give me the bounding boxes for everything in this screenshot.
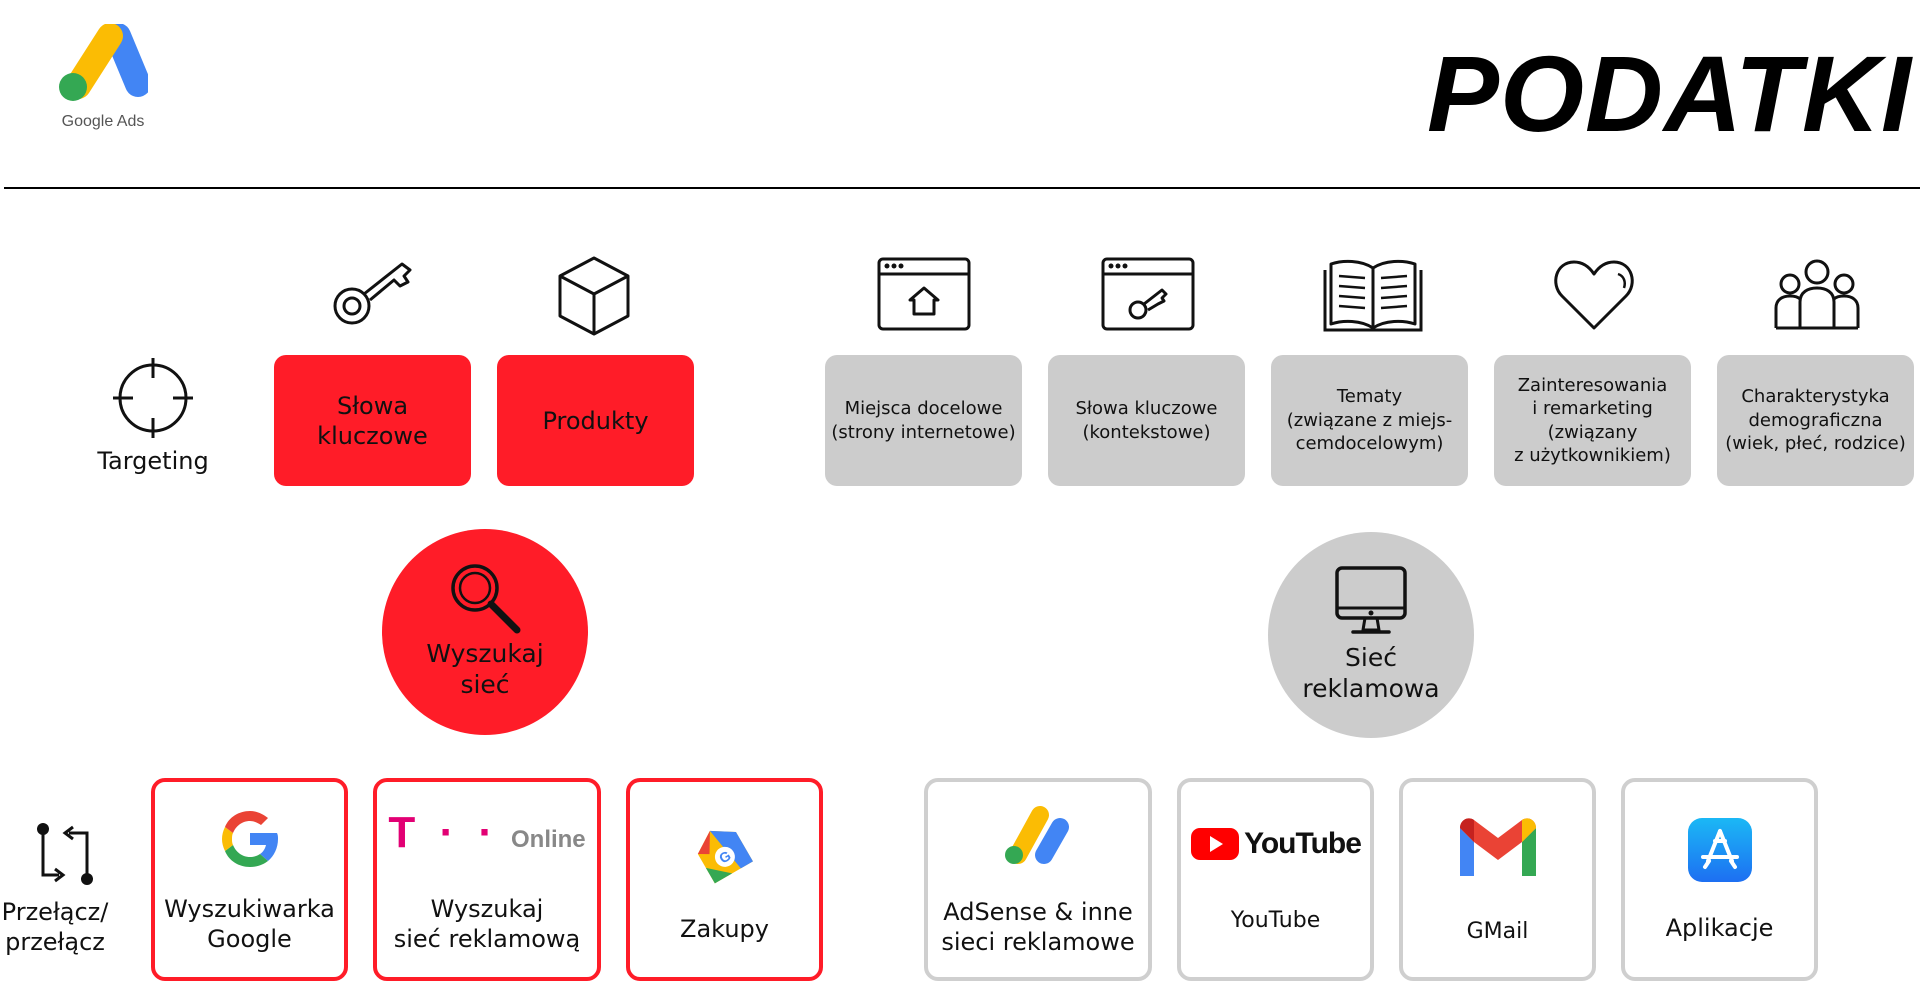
output-card-line: Wyszukiwarka: [164, 894, 335, 923]
card-line: Miejsca docelowe: [844, 398, 1003, 420]
adsense-icon: [1005, 805, 1069, 864]
browser-key-icon: [1101, 257, 1195, 331]
heart-icon: [1554, 260, 1634, 330]
header-divider: [4, 187, 1920, 189]
card-line: z użytkownikiem): [1514, 444, 1671, 466]
output-card-line: AdSense & inne: [943, 897, 1133, 926]
circle-line: Wyszukaj: [426, 638, 544, 668]
display-network-circle: Sieć reklamowa: [1268, 532, 1474, 738]
card-line: Produkty: [542, 406, 649, 435]
card-line: cemdocelowym): [1295, 433, 1444, 455]
card-line: (związany: [1547, 421, 1638, 443]
output-card-line: Google: [207, 924, 292, 953]
circle-line: Sieć: [1345, 642, 1397, 672]
browser-home-icon: [877, 257, 971, 331]
circle-line: sieć: [460, 670, 510, 699]
output-card-line: Wyszukaj: [430, 895, 544, 923]
output-card-gmail: GMail: [1399, 778, 1596, 981]
switch-label-block: Przełącz/ przełącz: [0, 815, 110, 957]
card-line: Słowa kluczowe: [1075, 398, 1218, 420]
t-mobile-logo-mark: T · ·: [388, 808, 499, 857]
card-line: (związane z miejs-: [1286, 409, 1453, 431]
card-line: kluczowe: [317, 421, 428, 450]
youtube-logo: YouTube: [1190, 825, 1362, 863]
output-card-line: sieć reklamową: [393, 925, 581, 953]
output-card-apps: Aplikacje: [1621, 778, 1818, 981]
targeting-card-contextual-keywords: Słowa kluczowe (kontekstowe): [1048, 355, 1245, 486]
google-shopping-icon: G: [697, 830, 753, 883]
output-card-line: sieci reklamowe: [941, 927, 1135, 956]
circle-line: reklamowa: [1302, 674, 1440, 703]
app-store-icon: [1687, 817, 1752, 882]
card-line: Charakterystyka: [1741, 386, 1890, 408]
output-card-search-partners: T · · Online Wyszukaj sieć reklamową: [373, 778, 601, 981]
targeting-card-keywords: Słowa kluczowe: [274, 355, 471, 486]
crosshair-icon: [113, 358, 193, 438]
open-book-icon: [1323, 259, 1423, 332]
gmail-icon: [1459, 818, 1536, 876]
output-card-youtube: YouTube YouTube: [1177, 778, 1374, 981]
google-ads-icon: [59, 23, 151, 101]
card-line: demograficzna: [1748, 409, 1883, 431]
google-g-icon: [221, 810, 278, 867]
t-mobile-online-logo: T · · Online: [388, 805, 585, 860]
targeting-label: Targeting: [97, 447, 209, 475]
card-line: (strony internetowe): [831, 421, 1016, 443]
switch-label-line: przełącz: [5, 928, 105, 956]
youtube-wordmark: YouTube: [1244, 827, 1362, 860]
output-card-adsense: AdSense & inne sieci reklamowe: [924, 778, 1152, 981]
output-card-google-search: Wyszukiwarka Google: [151, 778, 348, 981]
targeting-card-demographics: Charakterystyka demograficzna (wiek, płe…: [1717, 355, 1914, 486]
youtube-play-icon: [1191, 827, 1240, 860]
output-card-line: Zakupy: [680, 914, 769, 943]
output-card-shopping: G Zakupy: [626, 778, 823, 981]
logo-text: Google Ads: [61, 113, 145, 130]
targeting-card-placements: Miejsca docelowe (strony internetowe): [825, 355, 1022, 486]
targeting-label-block: Targeting: [88, 356, 218, 476]
t-mobile-logo-online: Online: [510, 826, 586, 853]
cube-icon: [558, 256, 630, 336]
card-line: Słowa: [336, 391, 409, 420]
card-line: (wiek, płeć, rodzice): [1725, 433, 1906, 455]
page-title: PODATKI: [1427, 33, 1912, 154]
monitor-icon: [1335, 566, 1407, 634]
output-card-line: Aplikacje: [1665, 913, 1774, 942]
search-network-circle: Wyszukaj sieć: [382, 529, 588, 735]
targeting-card-products: Produkty: [497, 355, 694, 486]
google-ads-logo: Google Ads: [58, 23, 151, 134]
card-line: Zainteresowania: [1517, 374, 1668, 396]
card-line: i remarketing: [1532, 398, 1653, 420]
targeting-card-topics: Tematy (związane z miejs- cemdocelowym): [1271, 355, 1468, 486]
card-line: Tematy: [1336, 386, 1403, 408]
targeting-card-interests: Zainteresowania i remarketing (związany …: [1494, 355, 1691, 486]
key-icon: [333, 262, 412, 325]
output-card-line: GMail: [1466, 918, 1529, 944]
card-line: (kontekstowe): [1082, 421, 1211, 443]
magnifier-icon: [451, 564, 521, 634]
people-group-icon: [1774, 259, 1860, 330]
output-card-line: YouTube: [1230, 907, 1321, 933]
switch-label-line: Przełącz/: [1, 898, 109, 926]
switch-arrows-icon: [37, 823, 93, 885]
